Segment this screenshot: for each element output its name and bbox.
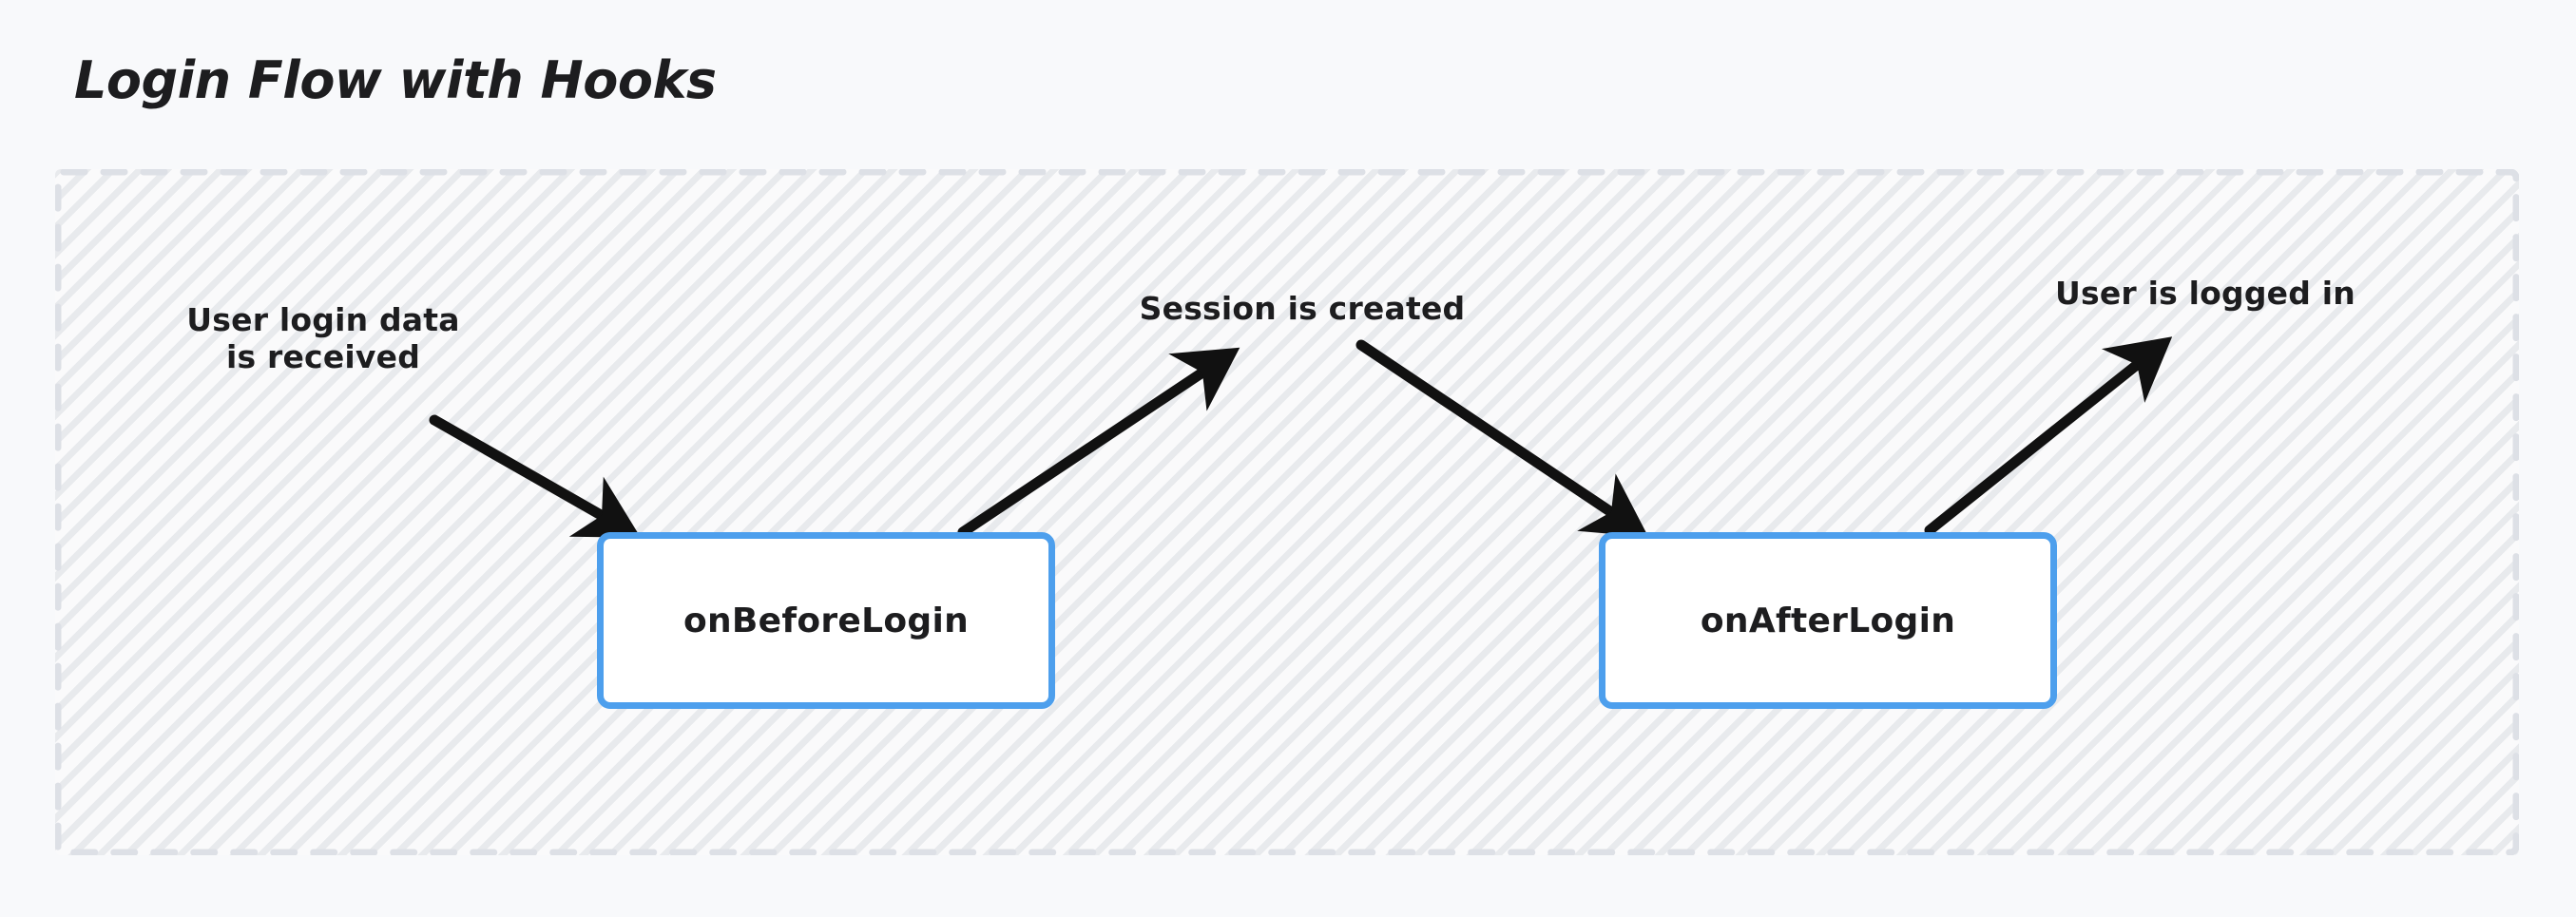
page-title: Login Flow with Hooks: [74, 50, 717, 110]
flow-container: [55, 169, 2519, 855]
node-label-on-before-login: onBeforeLogin: [682, 601, 970, 640]
edge-label-session-created: Session is created: [1139, 290, 1466, 327]
edge-label-user-logged-in: User is logged in: [2055, 275, 2355, 312]
node-on-after-login[interactable]: onAfterLogin: [1599, 532, 2057, 709]
node-label-on-after-login: onAfterLogin: [1700, 601, 1956, 640]
edge-label-user-login-data: User login data is received: [186, 301, 460, 375]
node-on-before-login[interactable]: onBeforeLogin: [597, 532, 1055, 709]
